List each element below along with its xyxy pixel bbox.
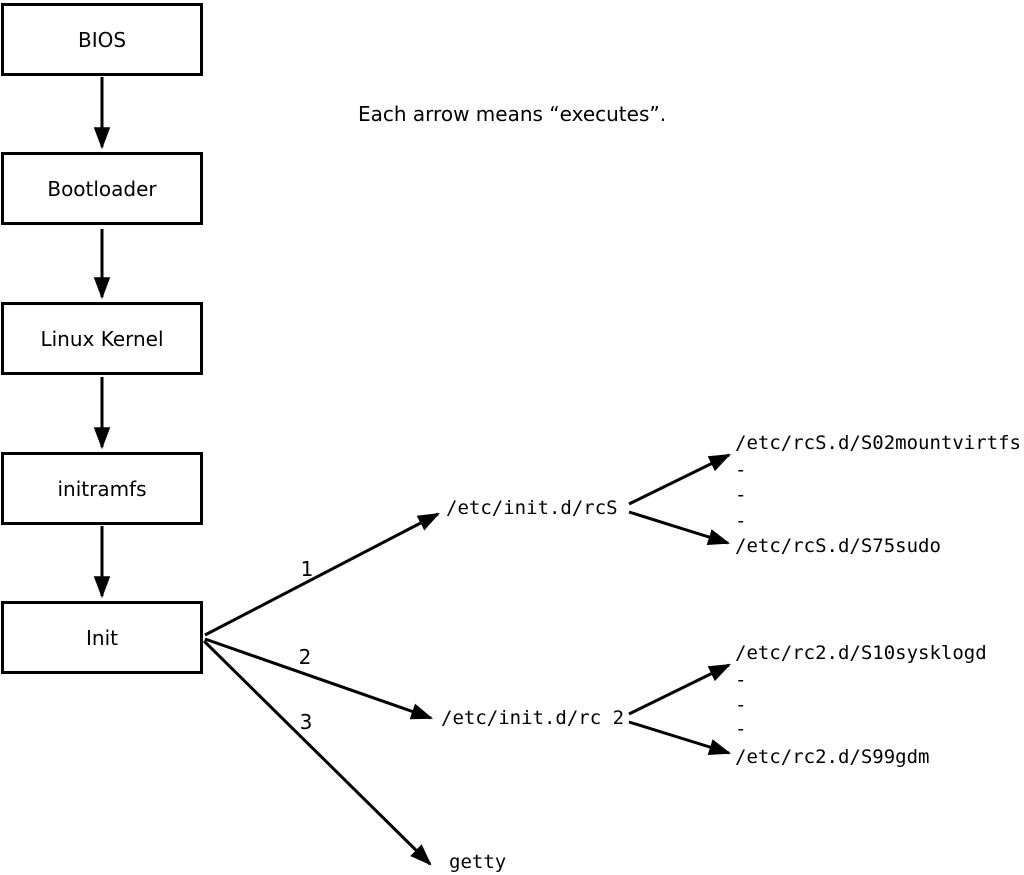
node-rc2-s99gdm: /etc/rc2.d/S99gdm — [735, 746, 930, 768]
box-bios-label: BIOS — [77, 27, 127, 52]
legend-note: Each arrow means “executes”. — [358, 102, 667, 126]
arrow-rcs-to-s75 — [628, 510, 731, 545]
box-bootloader-label: Bootloader — [47, 176, 157, 201]
box-init-label: Init — [86, 625, 118, 650]
arrow-init-to-rc2 — [204, 637, 434, 720]
node-rc2-dash-1: - — [735, 669, 747, 691]
branch-3-number: 3 — [299, 710, 313, 734]
arrow-rc2-to-s10 — [628, 663, 731, 716]
node-rc2-dash-3: - — [735, 718, 747, 740]
node-etc-init-d-rc2: /etc/init.d/rc 2 — [441, 707, 625, 729]
box-initramfs: initramfs — [1, 452, 203, 525]
box-linux-kernel: Linux Kernel — [1, 302, 203, 375]
arrow-rcs-to-s02 — [628, 453, 731, 506]
branch-2-number: 2 — [298, 645, 312, 669]
node-rc2-dash-2: - — [735, 694, 747, 716]
node-rcS-s02mountvirtfs: /etc/rcS.d/S02mountvirtfs — [735, 432, 1021, 454]
box-bootloader: Bootloader — [1, 152, 203, 225]
node-rc2-s10sysklogd: /etc/rc2.d/S10sysklogd — [735, 642, 987, 664]
node-rcS-dash-3: - — [735, 510, 747, 532]
branch-1-number: 1 — [300, 557, 314, 581]
node-getty: getty — [449, 851, 507, 873]
arrow-init-to-rcs — [204, 512, 440, 637]
box-init: Init — [1, 601, 203, 674]
box-initramfs-label: initramfs — [57, 476, 147, 501]
box-linux-kernel-label: Linux Kernel — [40, 326, 164, 351]
node-rcS-dash-2: - — [735, 484, 747, 506]
arrow-init-to-getty — [202, 639, 432, 866]
node-etc-init-d-rcS: /etc/init.d/rcS — [446, 497, 618, 519]
node-rcS-dash-1: - — [735, 459, 747, 481]
box-bios: BIOS — [1, 3, 203, 76]
arrow-rc2-to-s99 — [628, 720, 732, 756]
node-rcS-s75sudo: /etc/rcS.d/S75sudo — [735, 535, 941, 557]
